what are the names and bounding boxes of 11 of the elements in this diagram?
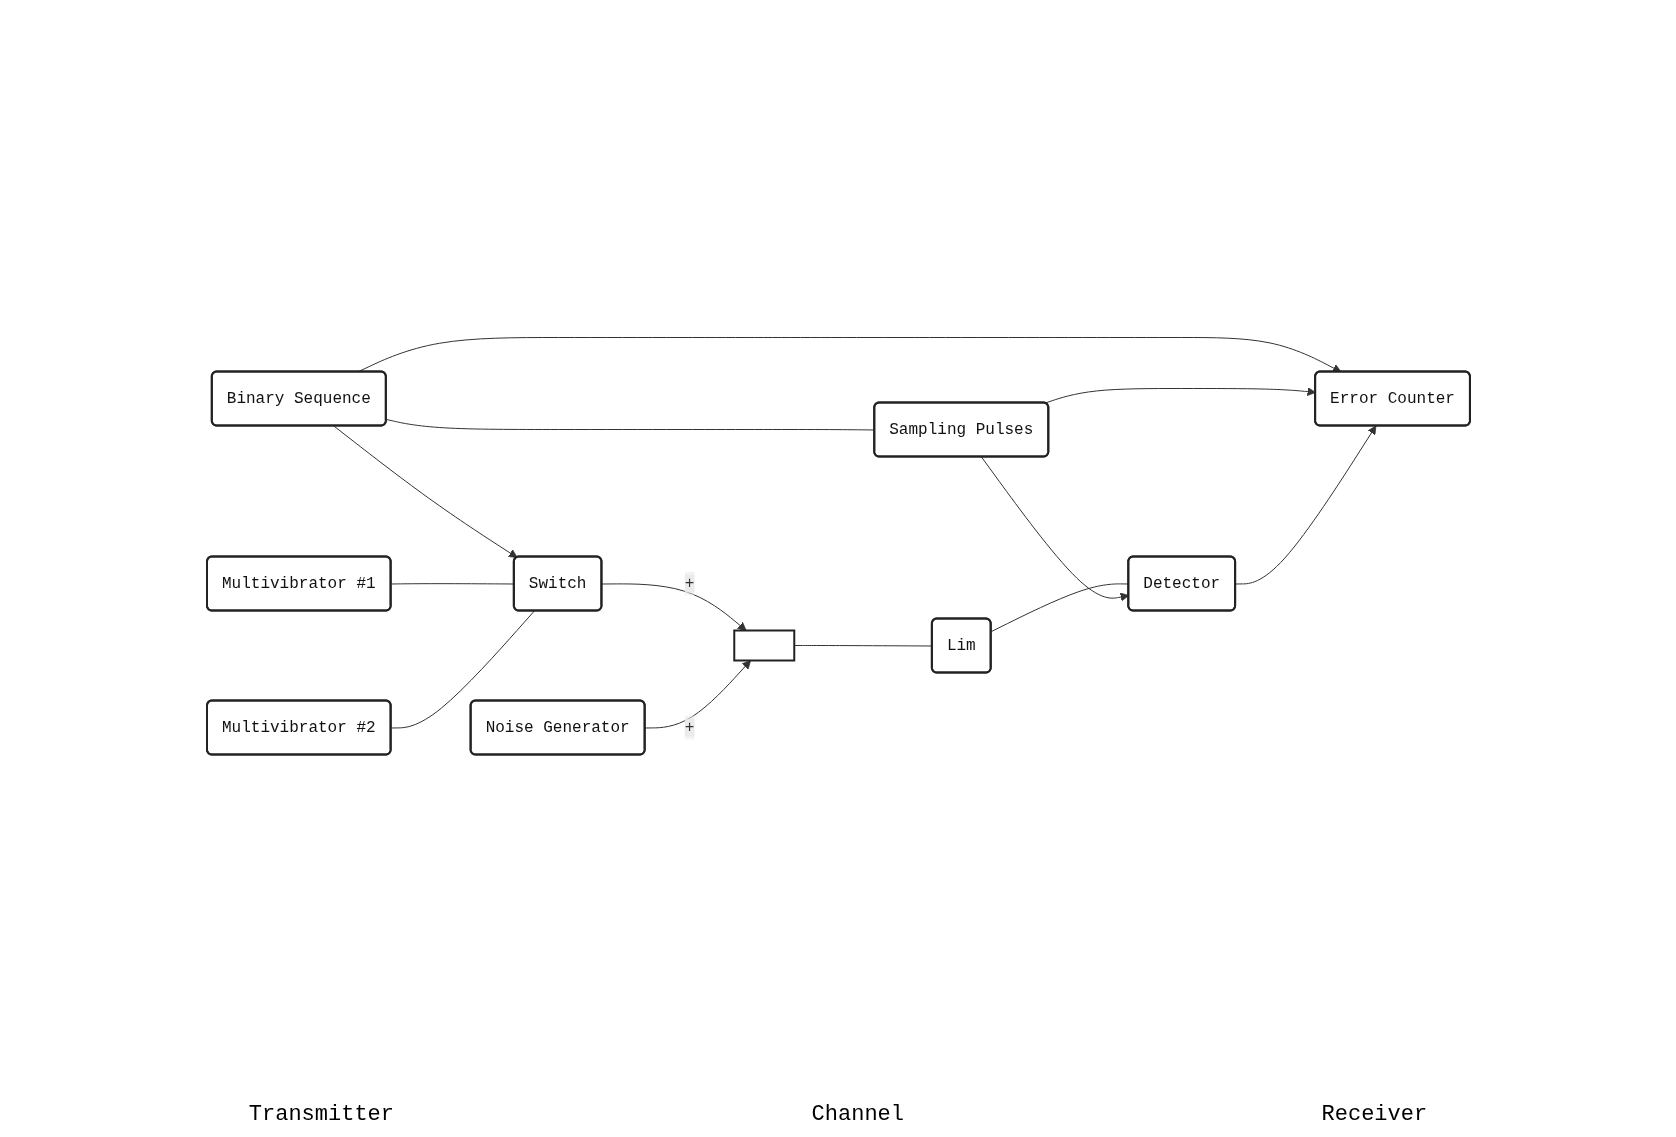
- section-label: Transmitter: [248, 1102, 394, 1127]
- node-box: [732, 629, 795, 662]
- arrow: [644, 660, 751, 729]
- section-label: Channel: [811, 1102, 904, 1127]
- arrow: [332, 425, 518, 558]
- arrow: [601, 583, 747, 631]
- arrow: [1234, 425, 1376, 585]
- edge-label: +: [684, 574, 694, 593]
- section-label: Receiver: [1321, 1102, 1428, 1127]
- connector: [390, 610, 535, 729]
- edge-label: +: [684, 718, 694, 737]
